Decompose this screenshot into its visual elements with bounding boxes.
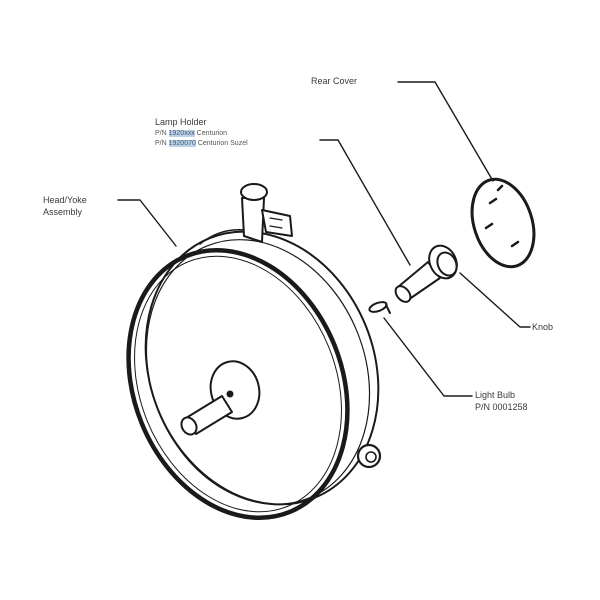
pn-prefix: P/N: [155, 140, 167, 147]
lamp-holder-part: [394, 244, 458, 303]
pn-prefix: P/N: [155, 130, 167, 137]
rear-cover-part: [470, 177, 536, 269]
rear-cover-label: Rear Cover: [311, 76, 358, 86]
pn-number-highlighted: 1920xxx: [168, 130, 195, 137]
head-yoke-label-line2: Assembly: [43, 207, 83, 217]
lamp-holder-label: Lamp Holder: [155, 117, 207, 127]
lamp-holder-pn-1: P/N 1920xxx Centurion: [155, 129, 227, 138]
light-bulb-part: [368, 301, 391, 314]
light-bulb-label: Light Bulb: [475, 390, 516, 400]
pn-suffix: Centurion: [196, 130, 228, 137]
leader-lines: [117, 81, 531, 397]
knob-label: Knob: [532, 322, 554, 332]
center-socket: [180, 360, 261, 436]
pn-suffix: Centurion Suzel: [197, 140, 248, 147]
lamp-holder-pn-2: P/N 1920070 Centurion Suzel: [155, 139, 248, 148]
light-bulb-part-number: P/N 0001258: [475, 402, 528, 412]
pn-number-highlighted: 1920070: [168, 140, 196, 147]
head-yoke-label-line1: Head/Yoke: [43, 195, 87, 205]
yoke-post: [199, 183, 293, 245]
